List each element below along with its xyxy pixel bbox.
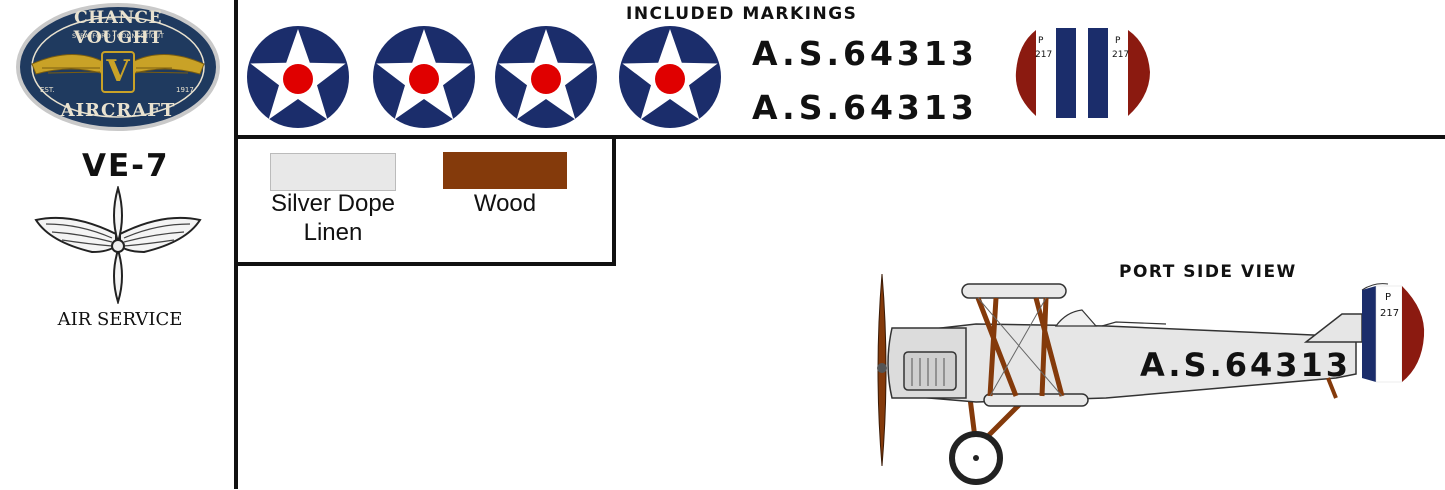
profile-tail-code-number: 217 xyxy=(1380,308,1400,319)
tail-code-number-left: 217 xyxy=(1035,50,1053,60)
swatch-label-wood: Wood xyxy=(473,190,537,217)
logo-est-right: 1917 xyxy=(176,86,194,94)
left-divider xyxy=(234,0,238,489)
serial-marking-1: A.S.64313 xyxy=(752,34,978,73)
tail-stripe-marking: P 217 P 217 xyxy=(1012,26,1154,120)
profile-tail-code-letter: P xyxy=(1385,292,1392,303)
swatch-wood xyxy=(443,152,567,189)
roundel-icon xyxy=(495,26,597,128)
roundel-icon xyxy=(619,26,721,128)
logo-badge-icon xyxy=(16,3,220,131)
profile-serial: A.S.64313 xyxy=(1140,346,1352,384)
tail-code-letter-right: P xyxy=(1115,36,1121,46)
swatch-label-silver-line2: Linen xyxy=(303,219,363,246)
legend-box-bottom xyxy=(234,262,616,266)
tail-code-letter-left: P xyxy=(1038,36,1044,46)
model-name: VE-7 xyxy=(82,148,170,184)
swatch-silver-dope xyxy=(270,153,396,191)
serial-marking-2: A.S.64313 xyxy=(752,88,978,127)
logo-bottom-text: AIRCRAFT xyxy=(60,100,176,121)
roundel-icon xyxy=(247,26,349,128)
logo-top-text: CHANCE VOUGHT xyxy=(73,8,163,48)
roundel-icon xyxy=(373,26,475,128)
markings-title: INCLUDED MARKINGS xyxy=(626,4,858,24)
port-side-view-title: PORT SIDE VIEW xyxy=(1119,262,1297,282)
markings-divider xyxy=(234,135,1445,139)
aircraft-profile: A.S.64313 P 217 xyxy=(866,270,1426,486)
swatch-label-silver-line1: Silver Dope xyxy=(270,190,396,217)
logo-est-left: EST. xyxy=(40,86,55,94)
swatch-label-silver-dope: Silver Dope Linen xyxy=(252,189,414,247)
air-service-caption: AIR SERVICE xyxy=(57,309,183,330)
logo-monogram: V xyxy=(106,54,130,89)
tail-code-number-right: 217 xyxy=(1112,50,1130,60)
winged-propeller-icon xyxy=(32,184,204,306)
logo-sub-text: STRATFORD · CONNECTICUT xyxy=(71,32,164,40)
biplane-profile-icon xyxy=(877,273,1425,485)
legend-box-right xyxy=(612,137,616,266)
chance-vought-logo: CHANCE VOUGHT STRATFORD · CONNECTICUT V … xyxy=(12,2,224,132)
